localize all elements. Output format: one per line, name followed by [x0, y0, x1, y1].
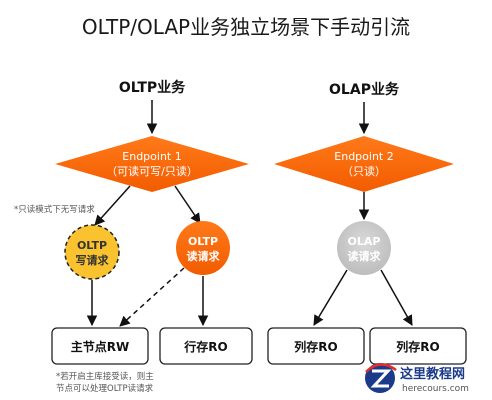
footnote-line2: 节点可以处理OLTP读请求 — [56, 383, 154, 394]
oltp-heading: OLTP业务 — [119, 79, 186, 96]
oltp-write-line1: OLTP — [77, 239, 107, 252]
arrow-olap-to-col2 — [380, 269, 413, 326]
oltp-read-line1: OLTP — [188, 235, 218, 248]
olap-read-line2: 读请求 — [348, 249, 382, 263]
readonly-note: *只读模式下无写请求 — [14, 204, 95, 215]
oltp-write-line2: 写请求 — [76, 253, 110, 267]
row-ro-box — [159, 327, 253, 365]
arrow-olap-to-col1 — [313, 269, 348, 326]
endpoint-2-diamond — [274, 136, 454, 192]
endpoint-2-mode: （只读） — [342, 164, 386, 178]
arrow-endpoint1-to-write — [94, 185, 131, 226]
arrow-endpoint1-to-read — [174, 185, 201, 224]
olap-read-line1: OLAP — [348, 235, 381, 248]
master-rw-box — [51, 327, 149, 365]
endpoint-1-diamond — [55, 136, 249, 192]
page-title: OLTP/OLAP业务独立场景下手动引流 — [82, 15, 410, 39]
col-ro-box-2 — [369, 327, 467, 365]
endpoint-1-label: Endpoint 1 — [122, 150, 181, 163]
olap-read-node — [337, 221, 391, 275]
footnote-line1: *若开启主库接受读，则主 — [56, 371, 154, 382]
watermark-url: herecours.com — [402, 384, 469, 394]
oltp-read-node — [176, 221, 230, 275]
col-ro-label-2: 列存RO — [396, 339, 439, 354]
olap-heading: OLAP业务 — [329, 81, 400, 98]
dashed-arrow-read-to-master — [119, 267, 185, 327]
watermark-brand: 这里教程网 — [400, 366, 465, 382]
endpoint-2-label: Endpoint 2 — [334, 150, 393, 163]
master-rw-label: 主节点RW — [71, 339, 129, 354]
oltp-read-line2: 读请求 — [187, 249, 221, 263]
oltp-write-node — [64, 224, 120, 280]
col-ro-label-1: 列存RO — [294, 339, 337, 354]
watermark-logo-swoosh — [365, 363, 397, 373]
watermark: 这里教程网 herecours.com — [365, 363, 469, 394]
watermark-logo-z — [370, 369, 392, 388]
col-ro-box-1 — [267, 327, 365, 365]
row-ro-label: 行存RO — [183, 339, 227, 354]
endpoint-1-mode: （可读可写/只读） — [106, 164, 198, 178]
